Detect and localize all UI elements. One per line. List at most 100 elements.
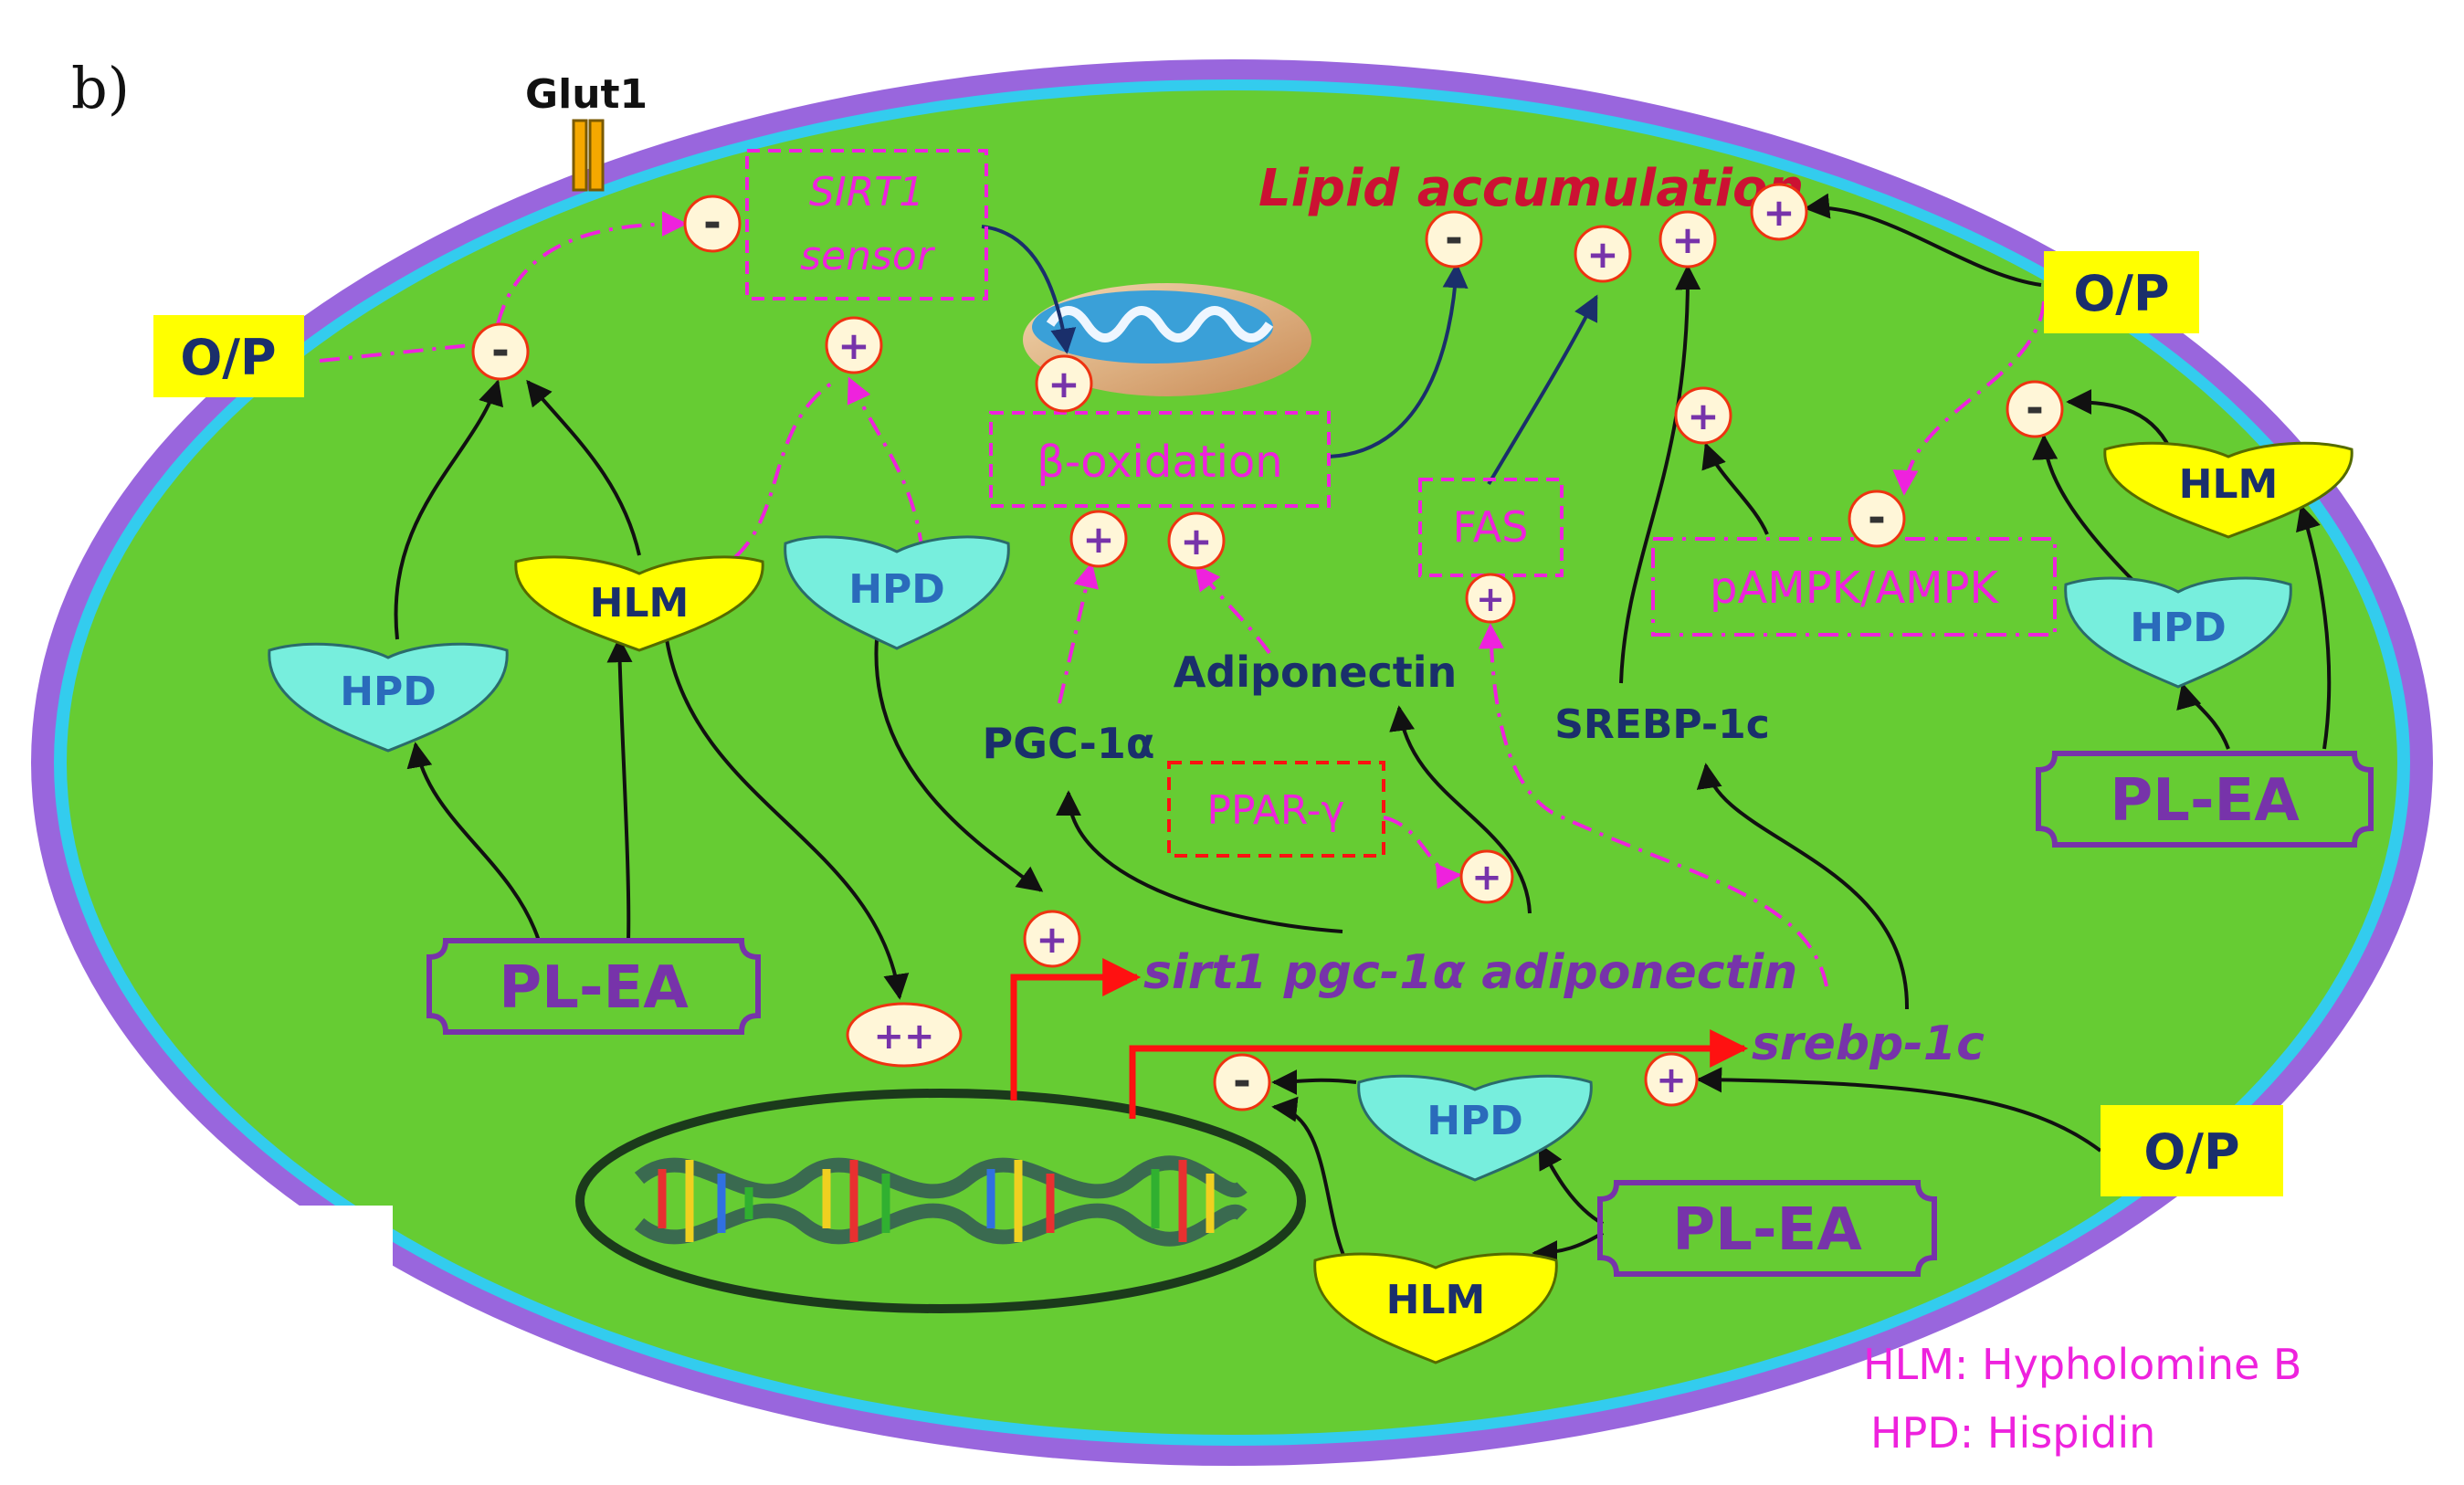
hpd-heart-bottom: HPD xyxy=(1357,1074,1593,1182)
arrow-hlm-to-minus xyxy=(526,379,641,556)
arrow-plea-bottom-to-hlm xyxy=(1532,1231,1605,1266)
genes-line-1: sirt1 pgc-1α adiponectin xyxy=(1143,945,1797,1000)
svg-text:HLM: HLM xyxy=(2179,461,2279,508)
plus-sign-srebp-gene: + xyxy=(1644,1052,1699,1107)
adiponectin-label: Adiponectin xyxy=(1174,648,1458,697)
minus-sign-pampk: - xyxy=(1848,490,1906,548)
sirt1-label: SIRT1 xyxy=(809,169,924,216)
double-plus-sign: ++ xyxy=(846,1002,963,1068)
arrow-hlm-to-double-plus xyxy=(665,638,910,1000)
link-hlm-to-plus-sirt xyxy=(733,382,833,559)
arrow-fas-to-plus-lipid xyxy=(1487,294,1598,486)
glut1-transporter-icon xyxy=(572,119,605,192)
plus-sign-lipid-1: + xyxy=(1574,225,1632,283)
svg-text:HPD: HPD xyxy=(340,669,437,715)
plus-sign-gene: + xyxy=(1023,910,1081,968)
svg-text:++: ++ xyxy=(873,1016,934,1058)
op-box-left: O/P xyxy=(153,315,304,397)
svg-text:O/P: O/P xyxy=(2143,1123,2239,1181)
svg-text:PL-EA: PL-EA xyxy=(1672,1196,1862,1264)
arrow-plea-right-to-hlm xyxy=(2296,504,2332,750)
arrow-beta-to-minus-lipid xyxy=(1328,262,1469,458)
svg-text:+: + xyxy=(1471,857,1502,899)
arrow-sirt-to-plus-beta xyxy=(981,225,1077,354)
svg-text:O/P: O/P xyxy=(180,329,276,386)
ppar-gamma-label: PPAR-γ xyxy=(1206,787,1344,834)
plus-sign-pampk: + xyxy=(1674,386,1732,445)
arrow-srebp-to-plus xyxy=(1619,264,1701,684)
pampk-label: pAMPK/AMPK xyxy=(1710,563,2000,614)
sensor-label: sensor xyxy=(800,233,936,279)
svg-text:HLM: HLM xyxy=(590,580,690,627)
svg-text:HPD: HPD xyxy=(848,566,945,613)
plea-plaque-bottom: PL-EA xyxy=(1597,1180,1937,1277)
plus-sign-ppar: + xyxy=(1459,849,1514,904)
glut1-label: Glut1 xyxy=(525,71,648,118)
arrow-gene-to-pgc xyxy=(1056,790,1343,933)
link-srebp-to-fas xyxy=(1478,623,1828,987)
op-box-bottom: O/P xyxy=(2101,1105,2283,1196)
arrow-plea-right-to-hpd xyxy=(2176,682,2230,750)
arrow-gene-to-adiponectin xyxy=(1389,705,1532,914)
image-crop-mask xyxy=(183,1206,393,1352)
svg-text:-: - xyxy=(1233,1056,1251,1107)
svg-text:-: - xyxy=(2026,383,2044,434)
plus-sign-beta-left: + xyxy=(1069,510,1128,568)
svg-text:+: + xyxy=(1476,579,1505,619)
plus-sign-sirt: + xyxy=(825,316,883,374)
plus-sign-lipid-3: + xyxy=(1750,183,1808,241)
svg-text:-: - xyxy=(491,325,510,376)
svg-text:HLM: HLM xyxy=(1386,1277,1486,1323)
hlm-heart-left: HLM xyxy=(514,555,764,652)
svg-text:+: + xyxy=(1656,1059,1687,1101)
svg-text:+: + xyxy=(837,323,869,368)
arrow-op-to-plus-lipid xyxy=(1804,193,2042,287)
arrow-plea-bottom-to-hpd xyxy=(1538,1143,1604,1226)
plus-sign-fas: + xyxy=(1465,573,1516,624)
arrow-pampk-to-plus xyxy=(1701,442,1769,535)
fas-label: FAS xyxy=(1453,502,1529,552)
pgc1a-label: PGC-1α xyxy=(983,719,1155,768)
plus-sign-beta-right: + xyxy=(1167,511,1226,570)
link-op-right-to-pampk xyxy=(1892,300,2046,496)
link-adipo-to-plus xyxy=(1195,563,1271,655)
arrow-hpd-to-plus-gene xyxy=(874,638,1044,892)
hpd-heart-center: HPD xyxy=(784,535,1010,650)
beta-oxidation-label: β-oxidation xyxy=(1037,437,1282,488)
svg-text:HPD: HPD xyxy=(1427,1098,1523,1144)
svg-text:+: + xyxy=(1763,190,1795,235)
plus-sign-lipid-2: + xyxy=(1658,210,1717,269)
arrow-srebp-gene-to-srebp xyxy=(1696,763,1910,1010)
hpd-heart-right: HPD xyxy=(2064,576,2292,689)
minus-sign-lipid: - xyxy=(1425,210,1483,269)
svg-text:+: + xyxy=(1082,517,1114,562)
ppar-gamma-box xyxy=(1167,761,1385,858)
arrow-plea-to-hlm-left xyxy=(606,637,633,942)
link-ppar-to-plus xyxy=(1383,816,1462,890)
arrow-hpd-to-minus xyxy=(394,379,504,640)
hlm-heart-bottom: HLM xyxy=(1313,1252,1558,1364)
mitochondrion-icon xyxy=(1023,283,1311,396)
plus-sign-beta-top: + xyxy=(1035,354,1093,413)
svg-text:HPD: HPD xyxy=(2130,605,2227,651)
minus-sign-op-right: - xyxy=(2006,380,2064,438)
dna-icon xyxy=(575,1089,1306,1313)
svg-text:PL-EA: PL-EA xyxy=(2110,767,2300,835)
minus-sign-sirt: - xyxy=(683,195,742,253)
pampk-box xyxy=(1651,537,2057,637)
svg-text:O/P: O/P xyxy=(2073,265,2169,322)
svg-text:-: - xyxy=(703,197,721,248)
svg-text:-: - xyxy=(1445,213,1463,264)
svg-text:PL-EA: PL-EA xyxy=(499,954,689,1022)
svg-text:+: + xyxy=(1671,217,1703,262)
legend-hlm: HLM: Hypholomine B xyxy=(1863,1340,2301,1389)
sirt1-sensor-box xyxy=(745,149,988,300)
plea-plaque-right: PL-EA xyxy=(2036,751,2374,848)
minus-sign-left: - xyxy=(471,322,530,381)
beta-oxidation-box xyxy=(989,411,1331,508)
arrow-hpd-bottom-to-minus xyxy=(1271,1069,1357,1095)
arrow-op-bottom-to-plus xyxy=(1696,1067,2102,1153)
svg-text:+: + xyxy=(1586,232,1618,277)
svg-text:-: - xyxy=(1868,492,1886,543)
